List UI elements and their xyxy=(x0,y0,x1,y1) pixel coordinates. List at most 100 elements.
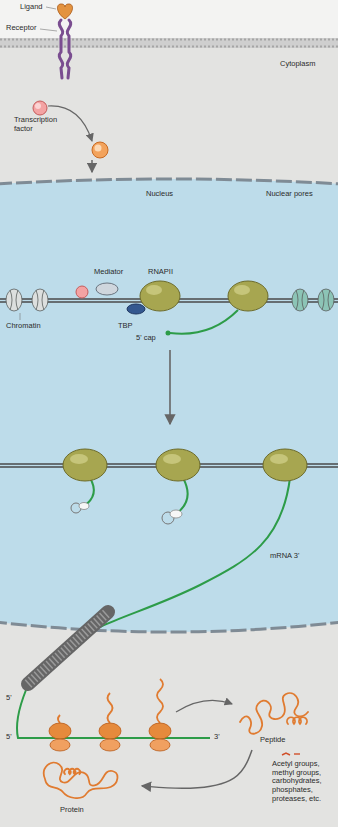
node-label: Receptor xyxy=(6,24,36,33)
protein-drawing xyxy=(64,769,80,774)
transcription-factor-active xyxy=(92,142,108,158)
nascent-rna xyxy=(84,478,94,506)
part-label: Nuclear pores xyxy=(266,190,313,199)
cytoplasm-region: CytoplasmTranscription factorNucleusPept… xyxy=(0,48,338,827)
strand-end-label: 3' xyxy=(214,733,220,742)
flow-arrow xyxy=(142,750,252,788)
part-label: TBP xyxy=(118,322,133,331)
ribosome xyxy=(99,723,121,739)
rna-polymerase xyxy=(146,285,162,295)
ribosome xyxy=(150,739,170,751)
plasma-membrane xyxy=(0,38,338,48)
modification-groups xyxy=(282,753,290,755)
peptide-drawing xyxy=(240,693,308,734)
text-slot: 5' xyxy=(6,694,12,703)
nucleosome xyxy=(10,290,18,310)
text-slot: Protein xyxy=(60,806,84,815)
nucleosome xyxy=(292,289,308,311)
protein: Protein xyxy=(30,758,142,820)
text-slot: Nucleus xyxy=(146,190,173,199)
text-slot: Nuclear pores xyxy=(266,190,313,199)
nucleosome xyxy=(32,289,48,311)
leader-line xyxy=(40,29,57,31)
text-slot: mRNA 3' xyxy=(270,552,299,561)
ribosome xyxy=(100,739,120,751)
node-label: Transcription factor xyxy=(14,116,66,133)
peptide-drawing xyxy=(240,693,308,734)
leader-line xyxy=(40,7,57,31)
transcription-factor-inactive xyxy=(33,101,47,115)
nucleus-outline xyxy=(0,172,338,642)
part-label: Mediator xyxy=(94,268,123,277)
rna-polymerase xyxy=(263,449,307,481)
spliceosome xyxy=(170,510,182,518)
rna-polymerase xyxy=(163,454,181,464)
text-slot: Acetyl groups, methyl groups, carbohydra… xyxy=(272,760,334,803)
text-slot: Receptor xyxy=(6,24,36,33)
peptide-chain xyxy=(157,679,163,723)
text-slot: 3' xyxy=(214,733,220,742)
transcription-factor-inactive xyxy=(35,103,41,109)
region-ground xyxy=(0,48,338,827)
note-label: Acetyl groups, methyl groups, carbohydra… xyxy=(272,760,334,803)
ribosome xyxy=(50,739,70,751)
text-slot: RNAPII xyxy=(148,268,173,277)
protein-drawing xyxy=(44,763,118,799)
peptide-chain xyxy=(58,715,60,723)
protein-drawing xyxy=(44,763,118,799)
rna-polymerase xyxy=(140,281,180,311)
flow-arrow xyxy=(91,160,93,172)
receptor-protein xyxy=(59,20,70,78)
modification-groups xyxy=(294,753,300,754)
rna-polymerase xyxy=(70,454,88,464)
nascent-rna xyxy=(17,478,290,738)
spliced-intron xyxy=(71,503,174,524)
peptide-drawing xyxy=(287,717,307,724)
plasma-membrane xyxy=(0,39,338,41)
nucleosome xyxy=(322,290,330,310)
ribosome xyxy=(49,723,171,751)
text-slot: Ligand xyxy=(20,3,43,12)
nuclear-pore-export xyxy=(28,612,108,684)
plasma-membrane xyxy=(0,38,338,48)
nuclear-pore-export xyxy=(28,612,108,684)
transcription-factor-active xyxy=(92,142,108,158)
leader-line xyxy=(46,7,56,9)
nascent-rna xyxy=(176,478,188,514)
connector-group xyxy=(92,160,252,788)
receptor-protein xyxy=(59,20,62,78)
nucleus: Nucleus xyxy=(0,172,338,642)
node-label: Peptide xyxy=(260,736,285,745)
peptide-chain xyxy=(108,693,113,723)
peptide-chain xyxy=(58,679,163,723)
text-slot: Transcription factor xyxy=(14,116,66,133)
spliceosome xyxy=(79,503,89,510)
text-slot: 5' xyxy=(6,733,12,742)
nuclear-pore-export xyxy=(28,612,108,684)
text-slot: Cytoplasm xyxy=(280,60,315,69)
process-arrow xyxy=(176,700,232,712)
node-label: Protein xyxy=(60,806,84,815)
nucleosome xyxy=(6,289,22,311)
transcription-factor-active xyxy=(95,145,102,152)
strand-end-label: 5' xyxy=(6,694,12,703)
ribosome xyxy=(49,723,71,739)
process-arrow xyxy=(169,350,171,424)
transcription-factor-inactive xyxy=(33,101,47,115)
rna-polymerase xyxy=(234,285,250,295)
strand-end-label: mRNA 3' xyxy=(270,552,299,561)
nascent-rna xyxy=(17,690,210,738)
mrna-cap xyxy=(166,331,171,336)
node-label: Nucleus xyxy=(146,190,173,199)
ligand xyxy=(57,4,72,19)
rna-polymerase xyxy=(140,281,268,311)
text-slot: Peptide xyxy=(260,736,285,745)
part-label: Ligand xyxy=(20,3,43,12)
rna-polymerase xyxy=(63,449,107,481)
nucleosome xyxy=(36,290,44,310)
receptor-protein xyxy=(67,20,70,78)
plasma-membrane xyxy=(0,46,338,48)
